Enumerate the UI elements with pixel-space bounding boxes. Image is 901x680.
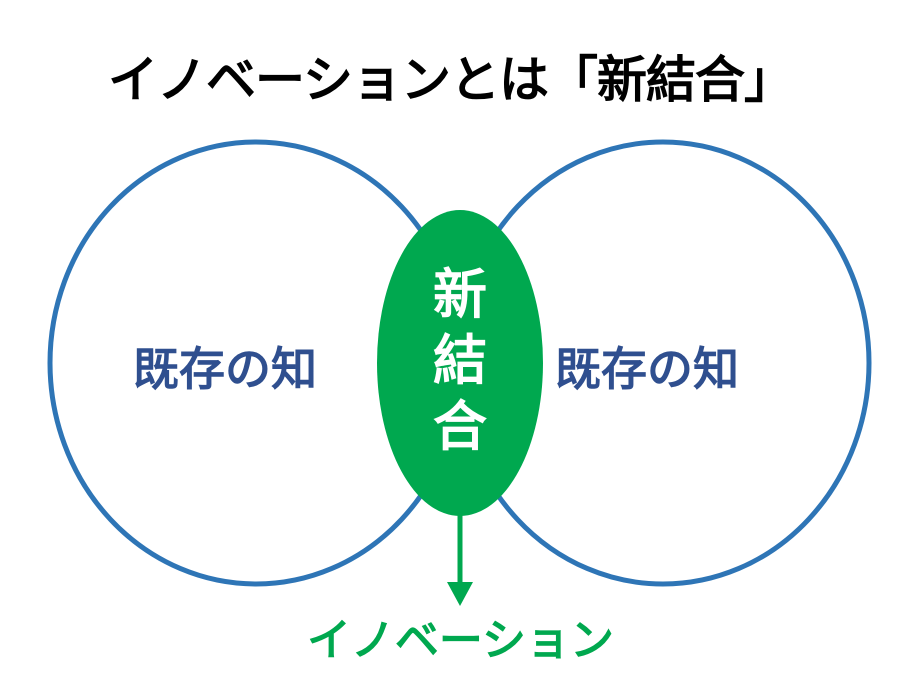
intersection-char: 新 [433,263,487,326]
intersection-char: 結 [433,329,487,392]
result-label: イノベーション [306,615,615,666]
diagram-title: イノベーションとは「新結合」 [108,51,794,109]
intersection-label: 新 結 合 [418,262,502,460]
intersection-char: 合 [433,395,487,458]
right-circle-label: 既存の知 [555,342,739,396]
left-circle-label: 既存の知 [133,342,317,396]
arrow-head [447,582,473,606]
intersection-ellipse [377,210,543,516]
